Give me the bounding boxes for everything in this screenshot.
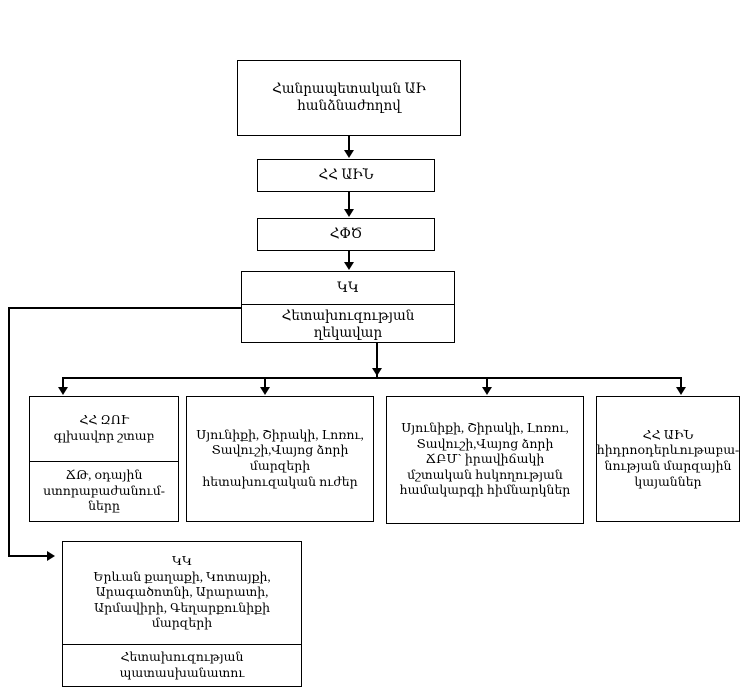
arrowhead-bus-to-hydromet (676, 387, 686, 395)
text-line: Տավուշի,Վայոց ձորի (416, 436, 554, 451)
node-government-decision-text: Հանրապետական ԱԻ հանձնաժողով (238, 61, 460, 135)
connector-left-rail-to-regional-dept (8, 555, 48, 557)
text-line: մշտական հսկողության (407, 467, 563, 482)
text-line: համակարգի հիմնարկներ (399, 483, 571, 498)
text-line: ղեկավար (313, 324, 383, 340)
text-line: ՃԲՄ` իրավիճակի (425, 452, 545, 467)
text-line: հետախուզական ուժեր (202, 474, 358, 489)
node-general-staff-body: ՃԹ, օդային ստորաբաժանում- ները (30, 461, 178, 521)
node-regional-department-body: Հետախուզության պատասխանատու (63, 644, 301, 686)
text-line: պատասխանատու (119, 665, 245, 680)
text-line: մարզերի (151, 616, 213, 631)
connector-left-rail-vertical (8, 307, 10, 556)
node-hydromet-text: ՀՀ ԱԻՆ հիդրոօդերևութաբա- նության մարզայի… (597, 397, 739, 521)
arrowhead-hfc-to-crisis-center (344, 262, 354, 270)
node-government-decision[interactable]: Հանրապետական ԱԻ հանձնաժողով (237, 60, 461, 136)
node-hfc-service[interactable]: ՀՓԾ (257, 218, 435, 251)
distributor-bus (62, 377, 680, 379)
connector-hfc-to-crisis-center (348, 251, 350, 263)
text-line: Արմավիրի, Գեղարքունիքի (93, 600, 271, 615)
connector-bus-to-sitcenter (486, 377, 488, 389)
connector-government-to-mes (348, 136, 350, 151)
text-line: Սյունիքի, Շիրակի, Լոռու, (401, 420, 569, 435)
text-line: նության մարզային (604, 459, 732, 473)
text-line: մարզերի (249, 459, 311, 473)
text-line: Հետախուզության (120, 649, 244, 664)
text-line: հիդրոօդերևութաբա- (596, 443, 740, 458)
node-general-staff-header: ՀՀ ԶՈՒ գլխավոր շտաբ (30, 397, 178, 461)
text-line: Սյունիքի, Շիրակի, Լոռու, (196, 427, 364, 442)
arrowhead-bus-to-regional-recon (260, 387, 270, 395)
node-crisis-center-body: Հետախուզության ղեկավար (242, 304, 454, 345)
node-situation-assessment-coordinators[interactable]: Սյունիքի, Շիրակի, Լոռու, Տավուշի,Վայոց ձ… (386, 396, 584, 524)
node-sitcenter-text: Սյունիքի, Շիրակի, Լոռու, Տավուշի,Վայոց ձ… (387, 397, 583, 523)
node-hydrometeorology-regional-stations[interactable]: ՀՀ ԱԻՆ հիդրոօդերևութաբա- նության մարզայի… (596, 396, 740, 522)
text-line: Երևան քաղաքի, Կոտայքի, (93, 569, 271, 584)
text-line: Հանրապետական ԱԻ (272, 81, 426, 97)
arrowhead-left-rail-to-regional-dept (47, 551, 55, 561)
node-general-staff[interactable]: ՀՀ ԶՈՒ գլխավոր շտաբ ՃԹ, օդային ստորաբաժա… (29, 396, 179, 522)
node-regional-department-header: ԿԿ Երևան քաղաքի, Կոտայքի, Արագածոտնի, Ար… (63, 542, 301, 644)
text-line: գլխավոր շտաբ (53, 429, 155, 443)
node-crisis-center[interactable]: ԿԿ Հետախուզության ղեկավար (241, 271, 455, 343)
node-regional-recon-text: Սյունիքի, Շիրակի, Լոռու, Տավուշի,Վայոց ձ… (187, 397, 373, 521)
connector-bus-to-regional-recon (264, 377, 266, 389)
text-line: ստորաբաժանում- (43, 483, 165, 498)
node-crisis-center-header: ԿԿ (242, 272, 454, 304)
text-line: Հետախուզության (281, 308, 415, 323)
connector-bus-to-hydromet (680, 377, 682, 389)
text-line: ՃԹ, օդային (65, 468, 143, 483)
text-line: Արագածոտնի, Արարատի, (95, 585, 269, 600)
text-line: հանձնաժողով (297, 98, 401, 113)
text-line: ՀՀ ԱԻՆ (318, 167, 374, 183)
arrowhead-bus-to-general-staff (58, 387, 68, 395)
text-line: ԿԿ (171, 553, 193, 568)
node-regional-department[interactable]: ԿԿ Երևան քաղաքի, Կոտայքի, Արագածոտնի, Ար… (62, 541, 302, 687)
connector-mes-to-hfc (348, 192, 350, 209)
text-line: ՀՓԾ (329, 226, 363, 242)
arrowhead-government-to-mes (344, 150, 354, 158)
connector-crisis-center-to-bus (376, 343, 378, 378)
node-regional-reconnaissance-forces[interactable]: Սյունիքի, Շիրակի, Լոռու, Տավուշի,Վայոց ձ… (186, 396, 374, 522)
text-line: կայաններ (634, 474, 702, 489)
arrowhead-bus-to-sitcenter (482, 387, 492, 395)
text-line: ԿԿ (337, 279, 359, 295)
text-line: Տավուշի,Վայոց ձորի (211, 443, 349, 458)
node-ministry-text: ՀՀ ԱԻՆ (258, 160, 434, 191)
node-ministry-of-emergency-situations[interactable]: ՀՀ ԱԻՆ (257, 159, 435, 192)
arrowhead-mes-to-hfc (344, 209, 354, 217)
connector-crisis-center-left-stub (8, 307, 242, 309)
text-line: ՀՀ ԶՈՒ (79, 413, 129, 428)
arrowhead-crisis-center-to-bus (372, 368, 382, 376)
text-line: ները (88, 499, 120, 514)
node-hfc-text: ՀՓԾ (258, 219, 434, 250)
connector-bus-to-general-staff (62, 377, 64, 389)
text-line: ՀՀ ԱԻՆ (642, 427, 694, 442)
